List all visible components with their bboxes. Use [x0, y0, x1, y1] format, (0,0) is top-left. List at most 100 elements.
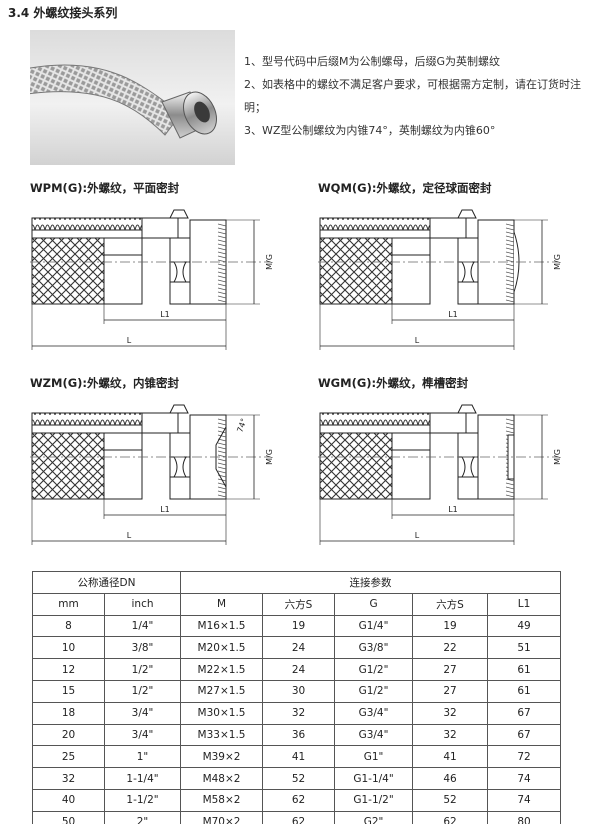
fitting-body: [429, 412, 467, 434]
thread-mark: [217, 239, 227, 243]
thread-mark: [505, 227, 515, 231]
column-header: mm: [32, 592, 105, 616]
fitting-body: [429, 217, 467, 239]
thread-mark: [217, 255, 227, 259]
diagram-title: WGM(G):外螺纹，榫槽密封: [318, 376, 469, 390]
thread-mark: [505, 291, 515, 295]
table-cell: M27×1.5: [180, 679, 264, 703]
thread-mark: [217, 243, 227, 247]
table-cell: 25: [32, 745, 105, 769]
thread-mark: [217, 267, 227, 271]
thread-mark: [217, 291, 227, 295]
notes: 1、型号代码中后缀M为公制螺母，后缀G为英制螺纹 2、如表格中的螺纹不满足客户要…: [244, 50, 584, 142]
table-cell: G1/4": [334, 614, 414, 638]
column-header: G: [334, 592, 414, 616]
table-cell: 61: [487, 658, 562, 681]
table-cell: 51: [487, 636, 562, 660]
table-cell: M22×1.5: [180, 658, 264, 681]
ferrule: [103, 432, 143, 500]
inner-tube: [31, 424, 143, 434]
table-cell: 36: [262, 723, 336, 747]
ferrule: [103, 237, 143, 305]
table-cell: G1/2": [334, 679, 414, 703]
l1-label: L1: [448, 310, 458, 319]
column-header: inch: [103, 592, 182, 616]
thread-mark: [217, 462, 227, 466]
thread-mark: [217, 299, 227, 303]
diagram-drawing: M/G74°L1L: [30, 404, 274, 545]
thread-mark: [505, 239, 515, 243]
diagram-title: WZM(G):外螺纹，内锥密封: [30, 376, 180, 390]
corrugated-layer: [319, 412, 431, 426]
table-cell: 67: [487, 723, 562, 747]
diagram-title: WPM(G):外螺纹，平面密封: [30, 181, 180, 195]
thread-mark: [505, 426, 515, 430]
thread-mark: [217, 446, 227, 450]
note-1: 1、型号代码中后缀M为公制螺母，后缀G为英制螺纹: [244, 55, 501, 68]
l1-label: L1: [448, 505, 458, 514]
inner-tube: [319, 424, 431, 434]
corrugated-layer: [31, 412, 143, 426]
fitting-body: [141, 412, 179, 434]
thread-mark: [217, 223, 227, 227]
table-cell: 1/4": [103, 614, 182, 638]
table-cell: 3/4": [103, 701, 182, 725]
thread-mark: [217, 283, 227, 287]
table-cell: 80: [487, 810, 562, 824]
thread-mark: [217, 227, 227, 231]
hex-nut: [457, 432, 479, 500]
braid-layer: [319, 432, 393, 500]
table-cell: 3/8": [103, 636, 182, 660]
table-cell: 74: [487, 767, 562, 790]
table-cell: 27: [412, 658, 489, 681]
table-cell: M70×2: [180, 810, 264, 824]
table-cell: 32: [32, 767, 105, 790]
thread-mark: [217, 486, 227, 490]
table-cell: 62: [412, 810, 489, 824]
table-cell: 15: [32, 679, 105, 703]
nut-top: [457, 404, 477, 414]
thread-mark: [217, 430, 227, 434]
table-cell: 22: [412, 636, 489, 660]
table-cell: 2": [103, 810, 182, 824]
hex-nut: [169, 432, 191, 500]
thread-mark: [505, 247, 515, 251]
thread-mark: [217, 466, 227, 470]
thread-mark: [217, 271, 227, 275]
thread-mark: [217, 494, 227, 498]
braid-layer: [31, 237, 105, 305]
thread-mark: [217, 275, 227, 279]
thread-mark: [505, 235, 515, 239]
ferrule: [391, 237, 431, 305]
thread-mark: [217, 295, 227, 299]
corrugated-layer: [319, 217, 431, 231]
table-cell: M33×1.5: [180, 723, 264, 747]
mg-label: M/G: [265, 254, 274, 270]
thread-mark: [505, 283, 515, 287]
nut-top: [457, 209, 477, 219]
thread-mark: [505, 490, 515, 494]
table-cell: 52: [262, 767, 336, 790]
thread-mark: [505, 267, 515, 271]
table-cell: 50: [32, 810, 105, 824]
table-cell: 41: [412, 745, 489, 769]
table-cell: G2": [334, 810, 414, 824]
thread-mark: [217, 470, 227, 474]
product-photo: [30, 30, 235, 165]
table-cell: 32: [412, 723, 489, 747]
table-cell: 10: [32, 636, 105, 660]
inner-tube: [319, 229, 431, 239]
thread-mark: [217, 442, 227, 446]
table-cell: G1": [334, 745, 414, 769]
thread-mark: [505, 279, 515, 283]
table-cell: G1/2": [334, 658, 414, 681]
table-cell: 20: [32, 723, 105, 747]
